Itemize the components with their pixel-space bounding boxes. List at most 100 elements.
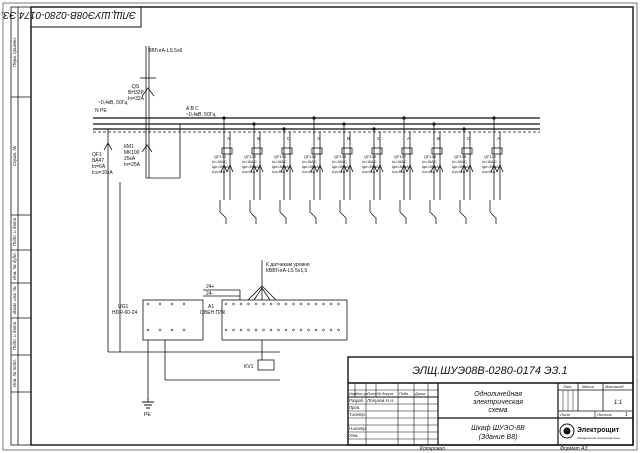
sheets-label: Листов <box>596 412 612 417</box>
bus-note: ~0,4кВ, 50Гц <box>186 112 215 118</box>
branch-spec-line: Iдн=30mA <box>392 165 409 169</box>
sensor-note: К датчикам уровня <box>266 262 310 268</box>
branch-spec-line: Iдн=30mA <box>332 165 349 169</box>
logo-icon <box>559 423 575 439</box>
ground-icon <box>142 401 154 409</box>
document-designation: ЭЛЩ.ШУЭ08В-0280-0174 ЭЗ.1 <box>412 365 567 377</box>
mass-header: Масса <box>582 384 595 389</box>
branch-spec-line: Icu=6kA <box>302 170 316 174</box>
left-strip-label: Взам. инв. № <box>12 286 17 314</box>
a1-ref: A1 <box>208 304 214 310</box>
developer-name: Лопухов Н.А. <box>366 398 394 403</box>
branch-spec-line: In=16A C <box>332 160 347 164</box>
doc-title-line-3: схема <box>488 407 507 414</box>
branch-spec-line: Iдн=30mA <box>422 165 439 169</box>
title-role: Т.контр. <box>349 412 366 417</box>
branch-spec-line: In=16A C <box>362 160 377 164</box>
v24-label-2: 24- <box>206 291 214 297</box>
lit-header: Лит. <box>562 384 572 389</box>
branch-spec-line: Icu=6kA <box>482 170 496 174</box>
km1-ref: КМ1 <box>124 144 134 150</box>
branch-spec-line: Icu=6kA <box>392 170 406 174</box>
relay-box <box>257 359 275 371</box>
branch-feeder <box>279 127 294 224</box>
title-col-header: № докум. <box>377 392 394 396</box>
doc-title-line-2: электрическая <box>473 399 523 406</box>
branch-spec-line: In=16A C <box>392 160 407 164</box>
sheet-label: Лист <box>559 412 571 417</box>
scale-value: 1:1 <box>614 400 622 406</box>
bus-label-right: A B C <box>186 106 199 112</box>
branch-spec-line: In=16A C <box>482 160 497 164</box>
branch-ref: QF109 <box>454 154 467 159</box>
branch-phase: C <box>287 136 291 141</box>
title-role: Н.контр. <box>349 426 367 431</box>
title-role: Утв. <box>349 433 359 438</box>
branch-feeder <box>399 116 414 224</box>
branch-spec-line: Icu=6kA <box>332 170 346 174</box>
branch-spec-line: In=16A C <box>212 160 227 164</box>
controller-box <box>221 299 348 341</box>
power-supply-box <box>142 299 204 341</box>
branch-spec-line: Icu=6kA <box>212 170 226 174</box>
product-line-2: (Здание В8) <box>479 433 518 441</box>
title-col-header: Подп. <box>399 392 409 396</box>
format-label: Формат А3 <box>560 446 588 452</box>
bus-label-left: N PE <box>95 108 107 114</box>
v24-label-1: 24+ <box>206 284 215 290</box>
terminal-blocks <box>146 302 340 332</box>
a1-model: ОВЕН ПЛК <box>200 310 225 316</box>
sheets-value: 1 <box>625 412 628 418</box>
copied-label: Копировал <box>420 446 445 452</box>
sensor-cable: КВВГнгА-LS 5х1,5 <box>266 268 308 274</box>
branch-ref: QF104 <box>304 154 317 159</box>
branch-phase: B <box>347 136 350 141</box>
branch-spec-line: Icu=6kA <box>362 170 376 174</box>
company-sub: Объединение электрощитовых <box>577 436 621 440</box>
branch-ref: QF103 <box>274 154 287 159</box>
title-col-header: Кол.уч <box>356 392 367 396</box>
branch-phase: A <box>497 136 500 141</box>
branch-spec-line: Icu=6kA <box>272 170 286 174</box>
doc-title-line-1: Однолинейная <box>474 390 522 398</box>
branch-spec-line: Icu=6kA <box>422 170 436 174</box>
branch-spec-line: Icu=6kA <box>242 170 256 174</box>
branch-phase: C <box>467 136 471 141</box>
title-role: Пров. <box>349 405 360 410</box>
branch-ref: QF107 <box>394 154 407 159</box>
ug1-model: HDR-60-24 <box>112 310 138 316</box>
left-strip-label: Подп. и дата <box>12 321 17 350</box>
qs-rating: In=32A <box>128 96 145 102</box>
branch-feeder <box>369 127 384 224</box>
branch-feeder <box>309 116 324 224</box>
relay-label: KV1 <box>244 364 254 370</box>
qf1-model: ВА47 <box>92 158 104 164</box>
left-strip-label: Справ. № <box>12 146 17 167</box>
branch-spec-line: In=16A C <box>242 160 257 164</box>
title-role: Разраб. <box>349 398 364 403</box>
rotated-designation-text: ЭЛЩ.ШУЭ08В-0280-0174 ЭЗ.1 <box>0 9 136 20</box>
ground-label: PE <box>144 412 151 418</box>
title-col-header: Лист <box>366 392 377 396</box>
qf1-ref: QF1 <box>92 152 102 158</box>
ug1-ref: UG1 <box>118 304 129 310</box>
branch-phase: B <box>257 136 260 141</box>
branch-ref: QF106 <box>364 154 377 159</box>
left-strip-label: Перв. примен. <box>12 37 17 67</box>
branch-spec-line: Iдн=30mA <box>362 165 379 169</box>
company-name: Электрощит <box>577 427 620 434</box>
branch-feeder <box>249 122 264 224</box>
branch-spec-line: Iдн=30mA <box>272 165 289 169</box>
branch-spec-line: Iдн=30mA <box>452 165 469 169</box>
branch-ref: QF110 <box>484 154 497 159</box>
product-line-1: Шкаф ШУЭО-8В <box>471 425 525 432</box>
title-col-header: Дата <box>414 392 425 396</box>
left-strip-label: Инв. № подл. <box>12 359 17 387</box>
qs-ref: QS <box>132 84 140 90</box>
branch-ref: QF105 <box>334 154 347 159</box>
branch-spec-line: In=16A C <box>422 160 437 164</box>
branch-spec-line: Iдн=30mA <box>482 165 499 169</box>
title-block <box>347 356 634 446</box>
